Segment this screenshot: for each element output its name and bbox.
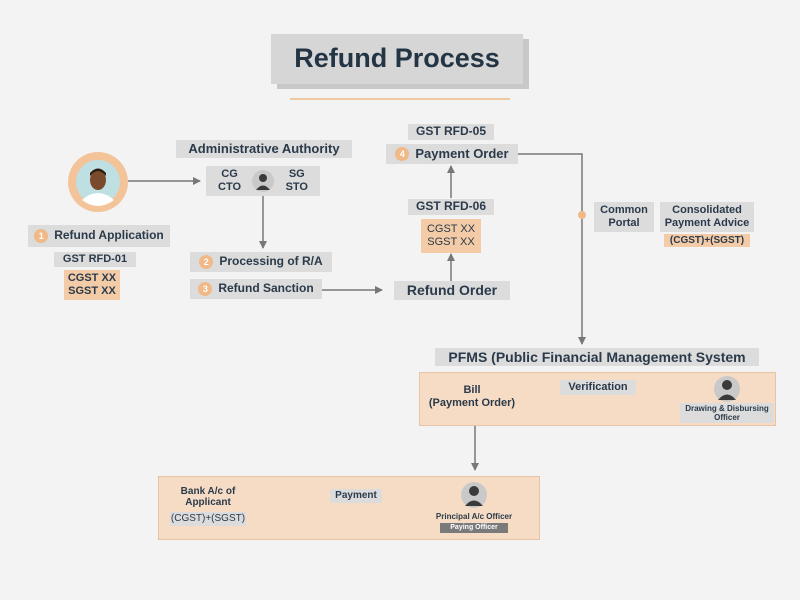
- bank-cgst-sgst: (CGST)+(SGST): [170, 512, 246, 526]
- refund-application-text: Refund Application: [54, 228, 164, 243]
- refund-order-label: Refund Order: [394, 281, 510, 300]
- refund-sanction-text: Refund Sanction: [218, 281, 314, 296]
- page-title: Refund Process: [271, 34, 523, 84]
- portal-cgst-sgst: (CGST)+(SGST): [664, 234, 750, 247]
- step-1-badge: 1: [34, 229, 49, 243]
- paying-officer-icon: [461, 482, 487, 508]
- cto-label: CTO: [218, 181, 242, 193]
- admin-officer-icon: [252, 170, 275, 192]
- admin-authority-title: Administrative Authority: [176, 140, 352, 158]
- bank-account-label: Bank A/c of Applicant: [180, 485, 236, 509]
- principal-officer-label: Principal A/c Officer: [435, 511, 513, 521]
- applicant-person-icon: [76, 160, 120, 206]
- bill-sub-text: (Payment Order): [428, 397, 516, 409]
- bill-text: Bill: [463, 384, 481, 397]
- processing-text: Processing of R/A: [219, 254, 323, 269]
- verification-label: Verification: [560, 380, 636, 395]
- sg-sto: SG STO: [286, 168, 308, 193]
- step-3-badge: 3: [198, 282, 213, 296]
- ddo-label: Drawing & Disbursing Officer: [680, 403, 774, 423]
- gst-rfd-01-label: GST RFD-01: [54, 252, 136, 267]
- pfms-title: PFMS (Public Financial Management System: [435, 348, 759, 366]
- title-underline: [290, 98, 510, 100]
- consolidated-advice-label: Consolidated Payment Advice: [660, 202, 754, 232]
- payment-order-label: 4 Payment Order: [386, 144, 518, 164]
- processing-label: 2 Processing of R/A: [190, 252, 332, 272]
- applicant-sgst: SGST XX: [68, 285, 116, 297]
- common-portal-label: Common Portal: [594, 202, 654, 232]
- applicant-cgst: CGST XX: [67, 272, 117, 285]
- refund-order-sgst: SGST XX: [427, 236, 475, 248]
- ddo-icon: [714, 376, 740, 402]
- arrow-payment-order-to-pfms: [518, 153, 586, 345]
- gst-rfd-05-label: GST RFD-05: [408, 124, 494, 140]
- refund-sanction-label: 3 Refund Sanction: [190, 279, 322, 299]
- payment-label: Payment: [330, 489, 382, 503]
- refund-application-label: 1 Refund Application: [28, 225, 170, 247]
- gst-rfd-06-label: GST RFD-06: [408, 199, 494, 215]
- bill-label: Bill (Payment Order): [426, 380, 518, 414]
- step-4-badge: 4: [395, 147, 410, 161]
- admin-officers-box: CG CTO SG STO: [206, 166, 320, 196]
- refund-order-cgst-sgst: CGST XX SGST XX: [421, 219, 481, 253]
- applicant-avatar: [68, 152, 128, 212]
- applicant-cgst-sgst: CGST XX SGST XX: [64, 270, 120, 300]
- step-2-badge: 2: [199, 255, 214, 269]
- sto-label: STO: [285, 181, 308, 193]
- cg-label: CG: [221, 168, 238, 181]
- paying-officer-label: Paying Officer: [440, 523, 508, 533]
- cg-cto: CG CTO: [218, 168, 241, 193]
- portal-junction-dot: [578, 211, 586, 219]
- refund-order-cgst: CGST XX: [426, 223, 476, 236]
- sg-label: SG: [288, 168, 305, 181]
- payment-order-text: Payment Order: [415, 145, 509, 161]
